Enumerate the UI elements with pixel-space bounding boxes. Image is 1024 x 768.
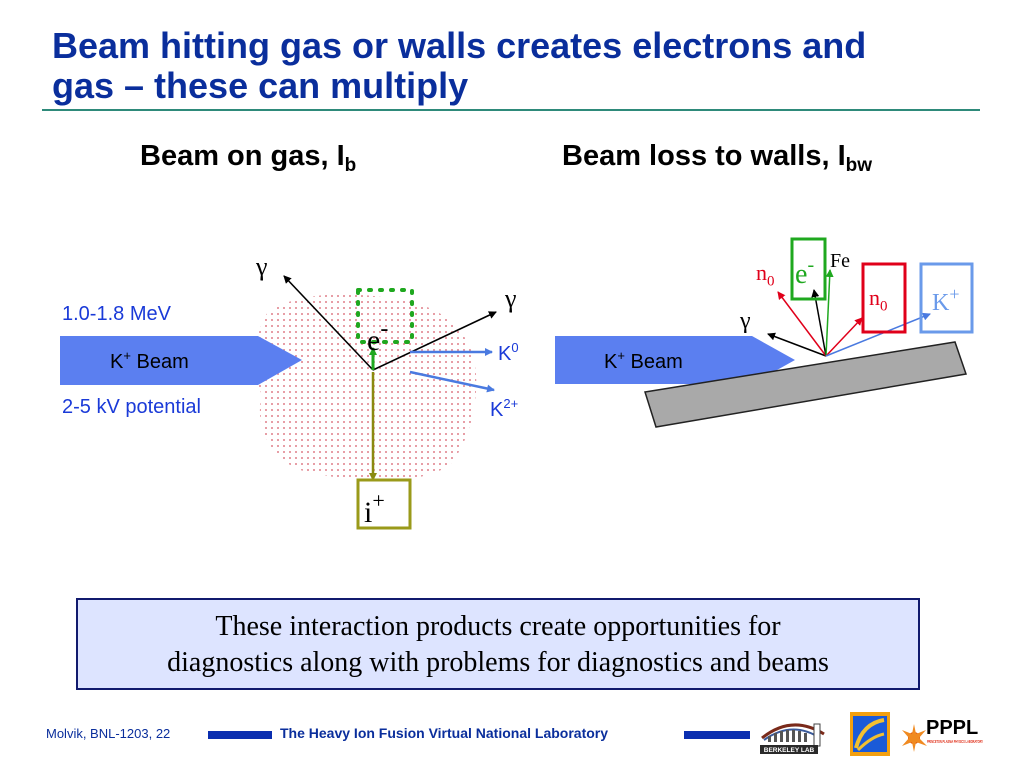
right-electron-letter: e: [795, 259, 808, 290]
left-beam-arrow: [60, 336, 302, 385]
title-divider: [42, 109, 980, 111]
right-electron-sup: -: [807, 254, 815, 276]
left-gamma-label-left: γ: [256, 252, 268, 281]
wall: [644, 341, 967, 428]
left-gamma-ray-right: [372, 311, 497, 371]
left-heading-text: Beam on gas, I: [140, 140, 345, 172]
right-n0-right-ray: [825, 317, 863, 357]
right-beam-label-sup: +: [617, 348, 625, 363]
k2plus-label: K2+: [490, 396, 518, 422]
right-n0-left-ray: [777, 291, 827, 357]
fe-label: Fe: [830, 250, 850, 272]
right-n0-left-sub: 0: [767, 273, 775, 290]
electron-box: [356, 288, 414, 344]
right-kplus-letter: K: [932, 290, 950, 316]
right-n0-right-letter: n: [869, 285, 880, 310]
callout-line-1: These interaction products create opport…: [215, 611, 781, 642]
llnl-logo: [850, 712, 890, 756]
k0-label: K0: [498, 340, 519, 366]
left-gamma-ray-left: [283, 275, 374, 371]
right-beam-label-suffix: Beam: [624, 351, 683, 373]
k2plus-sup: 2+: [503, 396, 519, 411]
slide-title: Beam hitting gas or walls creates electr…: [52, 26, 992, 106]
right-n0-left-letter: n: [756, 260, 767, 285]
left-electron-label: e-: [367, 316, 388, 358]
potential-label: 2-5 kV potential: [62, 396, 201, 418]
left-gamma-label-right: γ: [505, 284, 517, 313]
berkeley-lab-logo: BERKELEY LAB: [760, 723, 825, 754]
footer-lab-name: The Heavy Ion Fusion Virtual National La…: [280, 725, 609, 741]
left-beam-label-k: K: [110, 351, 124, 373]
right-n0-left-label: n0: [756, 260, 775, 290]
right-panel-heading: Beam loss to walls, Ibw: [562, 140, 872, 177]
right-electron-ray: [811, 289, 827, 357]
ion-box: [356, 478, 412, 530]
callout-line-2: diagnostics along with problems for diag…: [167, 647, 829, 678]
ion-label: i+: [364, 488, 385, 530]
right-kplus-box: [919, 262, 974, 334]
title-line-1: Beam hitting gas or walls creates electr…: [52, 25, 867, 66]
ion-letter: i: [364, 496, 373, 529]
right-gamma-label: γ: [740, 308, 751, 334]
footer-bar-right: [684, 731, 750, 739]
left-beam-label-sup: +: [123, 348, 131, 363]
right-beam-arrow: [555, 336, 795, 384]
right-gamma-ray: [767, 332, 827, 357]
pppl-logo: PPPL PRINCETON PLASMA PHYSICS LABORATORY: [902, 717, 983, 752]
k0-letter: K: [498, 343, 512, 365]
left-electron-sup: -: [380, 316, 389, 342]
left-panel-heading: Beam on gas, Ib: [140, 140, 356, 177]
k2plus-letter: K: [490, 399, 504, 421]
k0-sup: 0: [511, 340, 519, 355]
right-fe-ray: [825, 269, 834, 357]
title-line-2: gas – these can multiply: [52, 65, 469, 106]
right-n0-box: [861, 262, 907, 334]
right-kplus-sup: +: [949, 284, 960, 304]
left-beam-label: K+ Beam: [110, 348, 189, 374]
ion-sup: +: [372, 488, 385, 513]
left-heading-subscript: b: [344, 155, 357, 176]
pppl-text: PPPL: [926, 717, 978, 739]
berkeley-lab-text: BERKELEY LAB: [764, 747, 815, 754]
k2plus-arrow: [409, 370, 495, 393]
right-electron-label: e-: [795, 254, 814, 291]
right-kplus-label: K+: [932, 284, 960, 317]
right-kplus-ray: [825, 312, 931, 357]
left-electron-letter: e: [367, 324, 381, 357]
gas-cloud: [255, 294, 477, 481]
right-heading-text: Beam loss to walls, I: [562, 140, 846, 172]
right-electron-box: [790, 237, 827, 301]
right-n0-right-label: n0: [869, 285, 888, 315]
right-n0-right-sub: 0: [880, 298, 888, 315]
footer-author: Molvik, BNL-1203, 22: [46, 726, 171, 741]
right-beam-label: K+ Beam: [604, 348, 683, 374]
footer-bar-left: [208, 731, 272, 739]
callout-box: These interaction products create opport…: [76, 598, 920, 690]
energy-label: 1.0-1.8 MeV: [62, 303, 171, 325]
left-beam-label-suffix: Beam: [130, 351, 189, 373]
right-beam-label-k: K: [604, 351, 618, 373]
pppl-subtext: PRINCETON PLASMA PHYSICS LABORATORY: [927, 739, 983, 744]
right-heading-subscript: bw: [845, 155, 873, 176]
